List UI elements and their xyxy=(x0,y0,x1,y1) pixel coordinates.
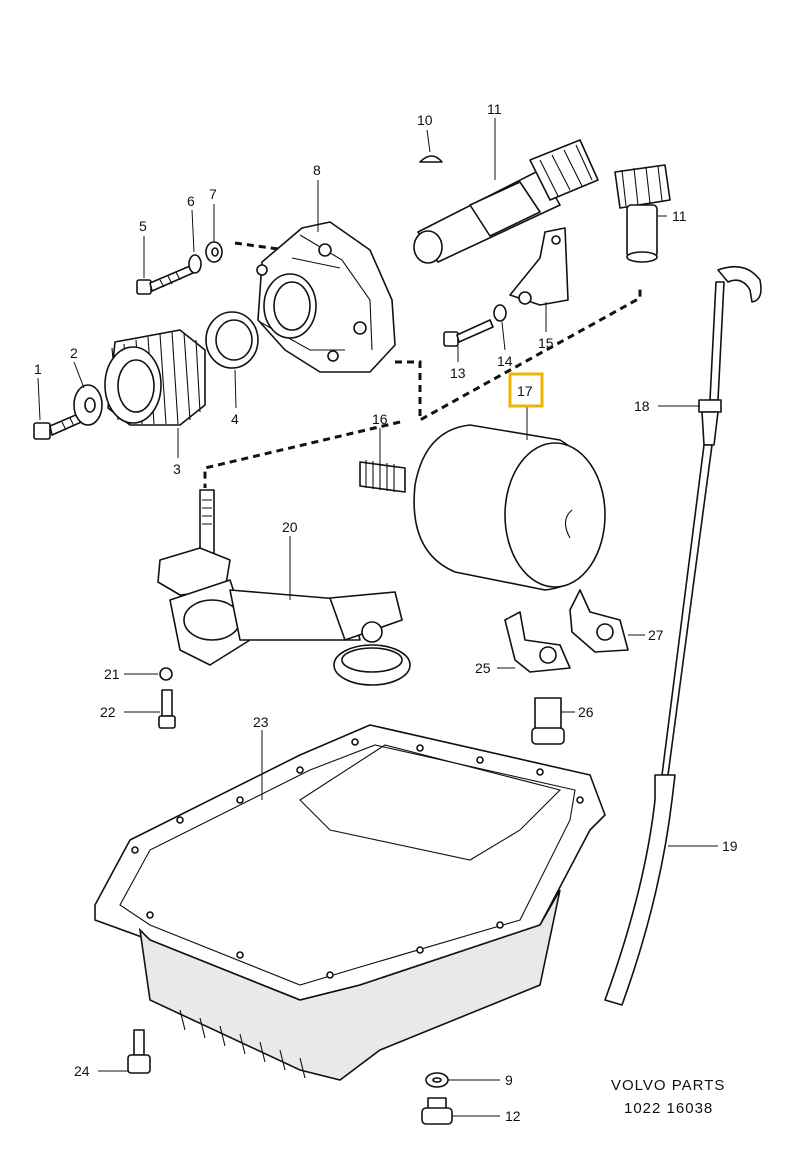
callout-26: 26 xyxy=(578,704,594,720)
part-16-spring[interactable] xyxy=(359,460,406,493)
part-8-housing[interactable] xyxy=(256,221,396,373)
part-11-shaft[interactable] xyxy=(413,139,599,264)
part-13-screw[interactable] xyxy=(443,319,494,347)
callout-4: 4 xyxy=(231,411,239,427)
callout-14: 14 xyxy=(497,353,513,369)
callout-25: 25 xyxy=(475,660,491,676)
callout-2: 2 xyxy=(70,345,78,361)
part-3-timing-gear[interactable] xyxy=(104,329,206,426)
dashed-guide-pump xyxy=(203,420,401,488)
part-15-bracket[interactable] xyxy=(509,227,569,306)
part-12-drain-plug[interactable] xyxy=(421,1097,453,1125)
part-21-washer[interactable] xyxy=(159,667,173,681)
part-5-screw[interactable] xyxy=(136,265,194,295)
part-10-key[interactable] xyxy=(419,155,443,163)
part-22-screw[interactable] xyxy=(158,689,176,729)
part-17-oil-filter[interactable] xyxy=(413,424,606,591)
part-18-dipstick[interactable] xyxy=(661,265,762,776)
callout-17: 17 xyxy=(517,383,533,399)
part-24-bolt[interactable] xyxy=(127,1029,151,1074)
part-23-oil-pan[interactable] xyxy=(94,724,606,1081)
callout-5: 5 xyxy=(139,218,147,234)
callout-13: 13 xyxy=(450,365,466,381)
callout-1: 1 xyxy=(34,361,42,377)
callout-11-top: 11 xyxy=(487,101,502,117)
callout-18: 18 xyxy=(634,398,650,414)
leader-lines xyxy=(37,118,718,1117)
part-25-bracket[interactable] xyxy=(504,611,571,673)
dashed-guide-filter xyxy=(395,285,642,423)
callout-6: 6 xyxy=(187,193,195,209)
callout-22: 22 xyxy=(100,704,116,720)
footer-brand: VOLVO PARTS xyxy=(611,1077,725,1094)
part-19-dipstick-tube[interactable] xyxy=(604,774,676,1006)
part-9-washer[interactable] xyxy=(425,1072,449,1088)
part-4-seal-ring[interactable] xyxy=(205,311,259,369)
callout-23: 23 xyxy=(253,714,269,730)
part-7-washer[interactable] xyxy=(205,241,223,263)
callout-27: 27 xyxy=(648,627,664,643)
callout-11-right: 11 xyxy=(672,208,687,224)
part-26-plug[interactable] xyxy=(531,697,565,745)
callout-12: 12 xyxy=(505,1108,521,1124)
callout-8: 8 xyxy=(313,162,321,178)
callout-16: 16 xyxy=(372,411,388,427)
callout-20: 20 xyxy=(282,519,298,535)
callout-7: 7 xyxy=(209,186,217,202)
part-11-gear[interactable] xyxy=(614,164,671,263)
callout-24: 24 xyxy=(74,1063,90,1079)
part-2-washer[interactable] xyxy=(73,384,103,426)
callout-9: 9 xyxy=(505,1072,513,1088)
part-14-washer[interactable] xyxy=(493,304,507,322)
callout-21: 21 xyxy=(104,666,120,682)
callout-15: 15 xyxy=(538,335,554,351)
footer-code: 1022 16038 xyxy=(624,1100,713,1117)
callout-3: 3 xyxy=(173,461,181,477)
part-6-washer[interactable] xyxy=(188,254,202,274)
part-20-oil-pump[interactable] xyxy=(157,489,411,686)
part-27-bracket[interactable] xyxy=(569,589,629,653)
highlight-box-17 xyxy=(508,372,544,408)
callout-10: 10 xyxy=(417,112,433,128)
callout-19: 19 xyxy=(722,838,738,854)
